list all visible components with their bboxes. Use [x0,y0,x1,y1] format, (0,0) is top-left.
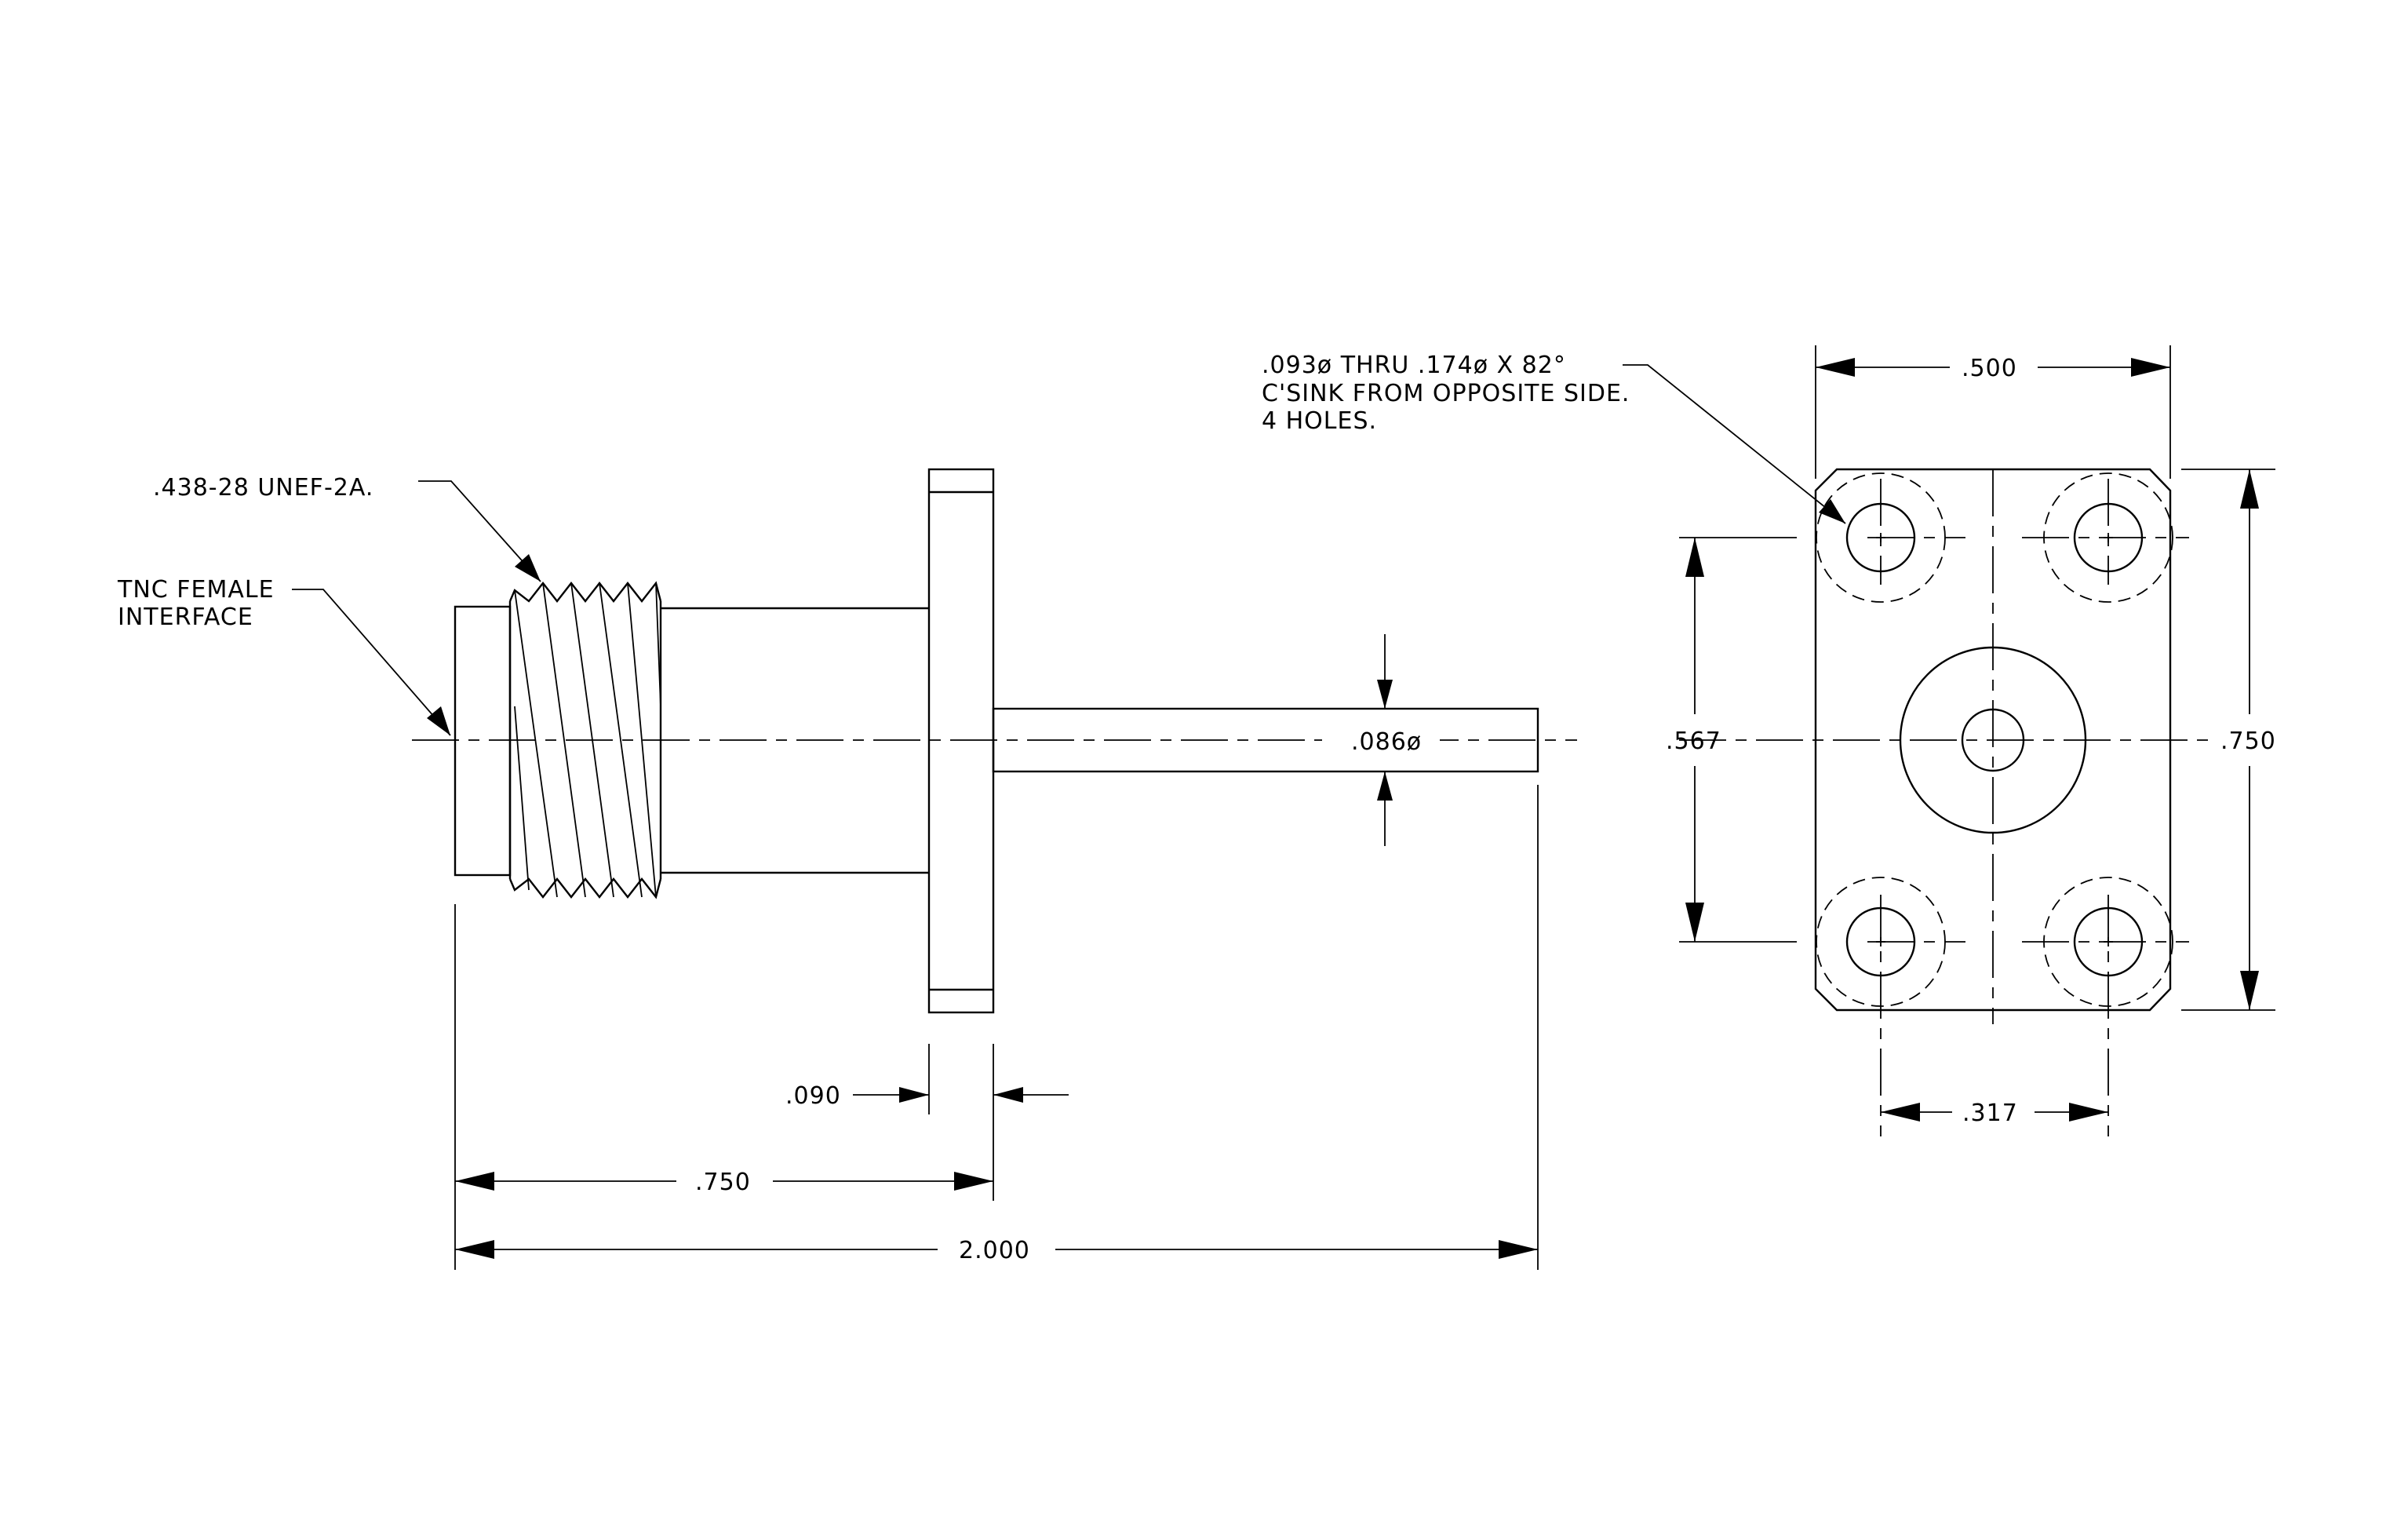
hole-spacing-vertical-dimension [1685,538,1704,942]
hole-note-line1: .093ø THRU .174ø X 82° [1262,352,1566,379]
flange-extension-lines [1679,345,2275,1011]
flange-centerlines [1679,469,2208,1136]
interface-label-line2: INTERFACE [118,604,253,631]
interface-body [454,605,512,877]
thread-callout-label: .438-28 UNEF-2A. [153,474,373,502]
mounting-hole-bottom-right [2043,877,2173,1007]
mounting-hole-bottom-left [1816,877,1946,1007]
flange-height-label: .750 [2220,728,2276,755]
flange-outline [1814,468,2172,1012]
hole-note-line3: 4 HOLES. [1262,407,1377,435]
hole-spacing-horizontal-dimension [1881,1103,2108,1122]
mounting-hole-top-left [1816,472,1946,603]
mounting-hole-top-right [2043,472,2173,603]
flange-side [927,468,995,1014]
main-body [661,607,929,874]
body-length-label: .750 [695,1169,751,1196]
interface-label-leader [292,589,451,736]
hole-note-line2: C'SINK FROM OPPOSITE SIDE. [1262,380,1630,407]
hole-note-leader [1623,364,1846,524]
connector-outer-circle [1899,646,2087,834]
flange-view: .093ø THRU .174ø X 82° C'SINK FROM OPPOS… [1262,345,2276,1136]
flange-thickness-label: .090 [785,1082,841,1110]
connector-inner-circle [1961,708,2025,772]
flange-width-dimension [1816,358,2170,377]
interface-label-line1: TNC FEMALE [117,576,275,604]
thread-callout-leader [418,480,541,582]
pin-diameter-label: .086ø [1351,728,1422,756]
side-view: .438-28 UNEF-2A. TNC FEMALE INTERFACE .0… [117,468,1577,1270]
overall-length-label: 2.000 [959,1237,1030,1264]
overall-length-dimension [455,1240,1538,1259]
body-length-dimension [455,1172,993,1191]
hole-spacing-vertical-label: .567 [1666,728,1721,755]
threaded-section [508,581,662,899]
flange-height-dimension [2240,469,2259,1010]
hole-spacing-horizontal-label: .317 [1962,1100,2018,1127]
contact-pin [992,707,1539,773]
side-extension-lines [454,785,1539,1270]
flange-thickness-dimension [853,1087,1069,1103]
flange-width-label: .500 [1962,355,2017,382]
thread-lines [514,582,661,898]
pin-diameter-dimension [1322,634,1440,846]
